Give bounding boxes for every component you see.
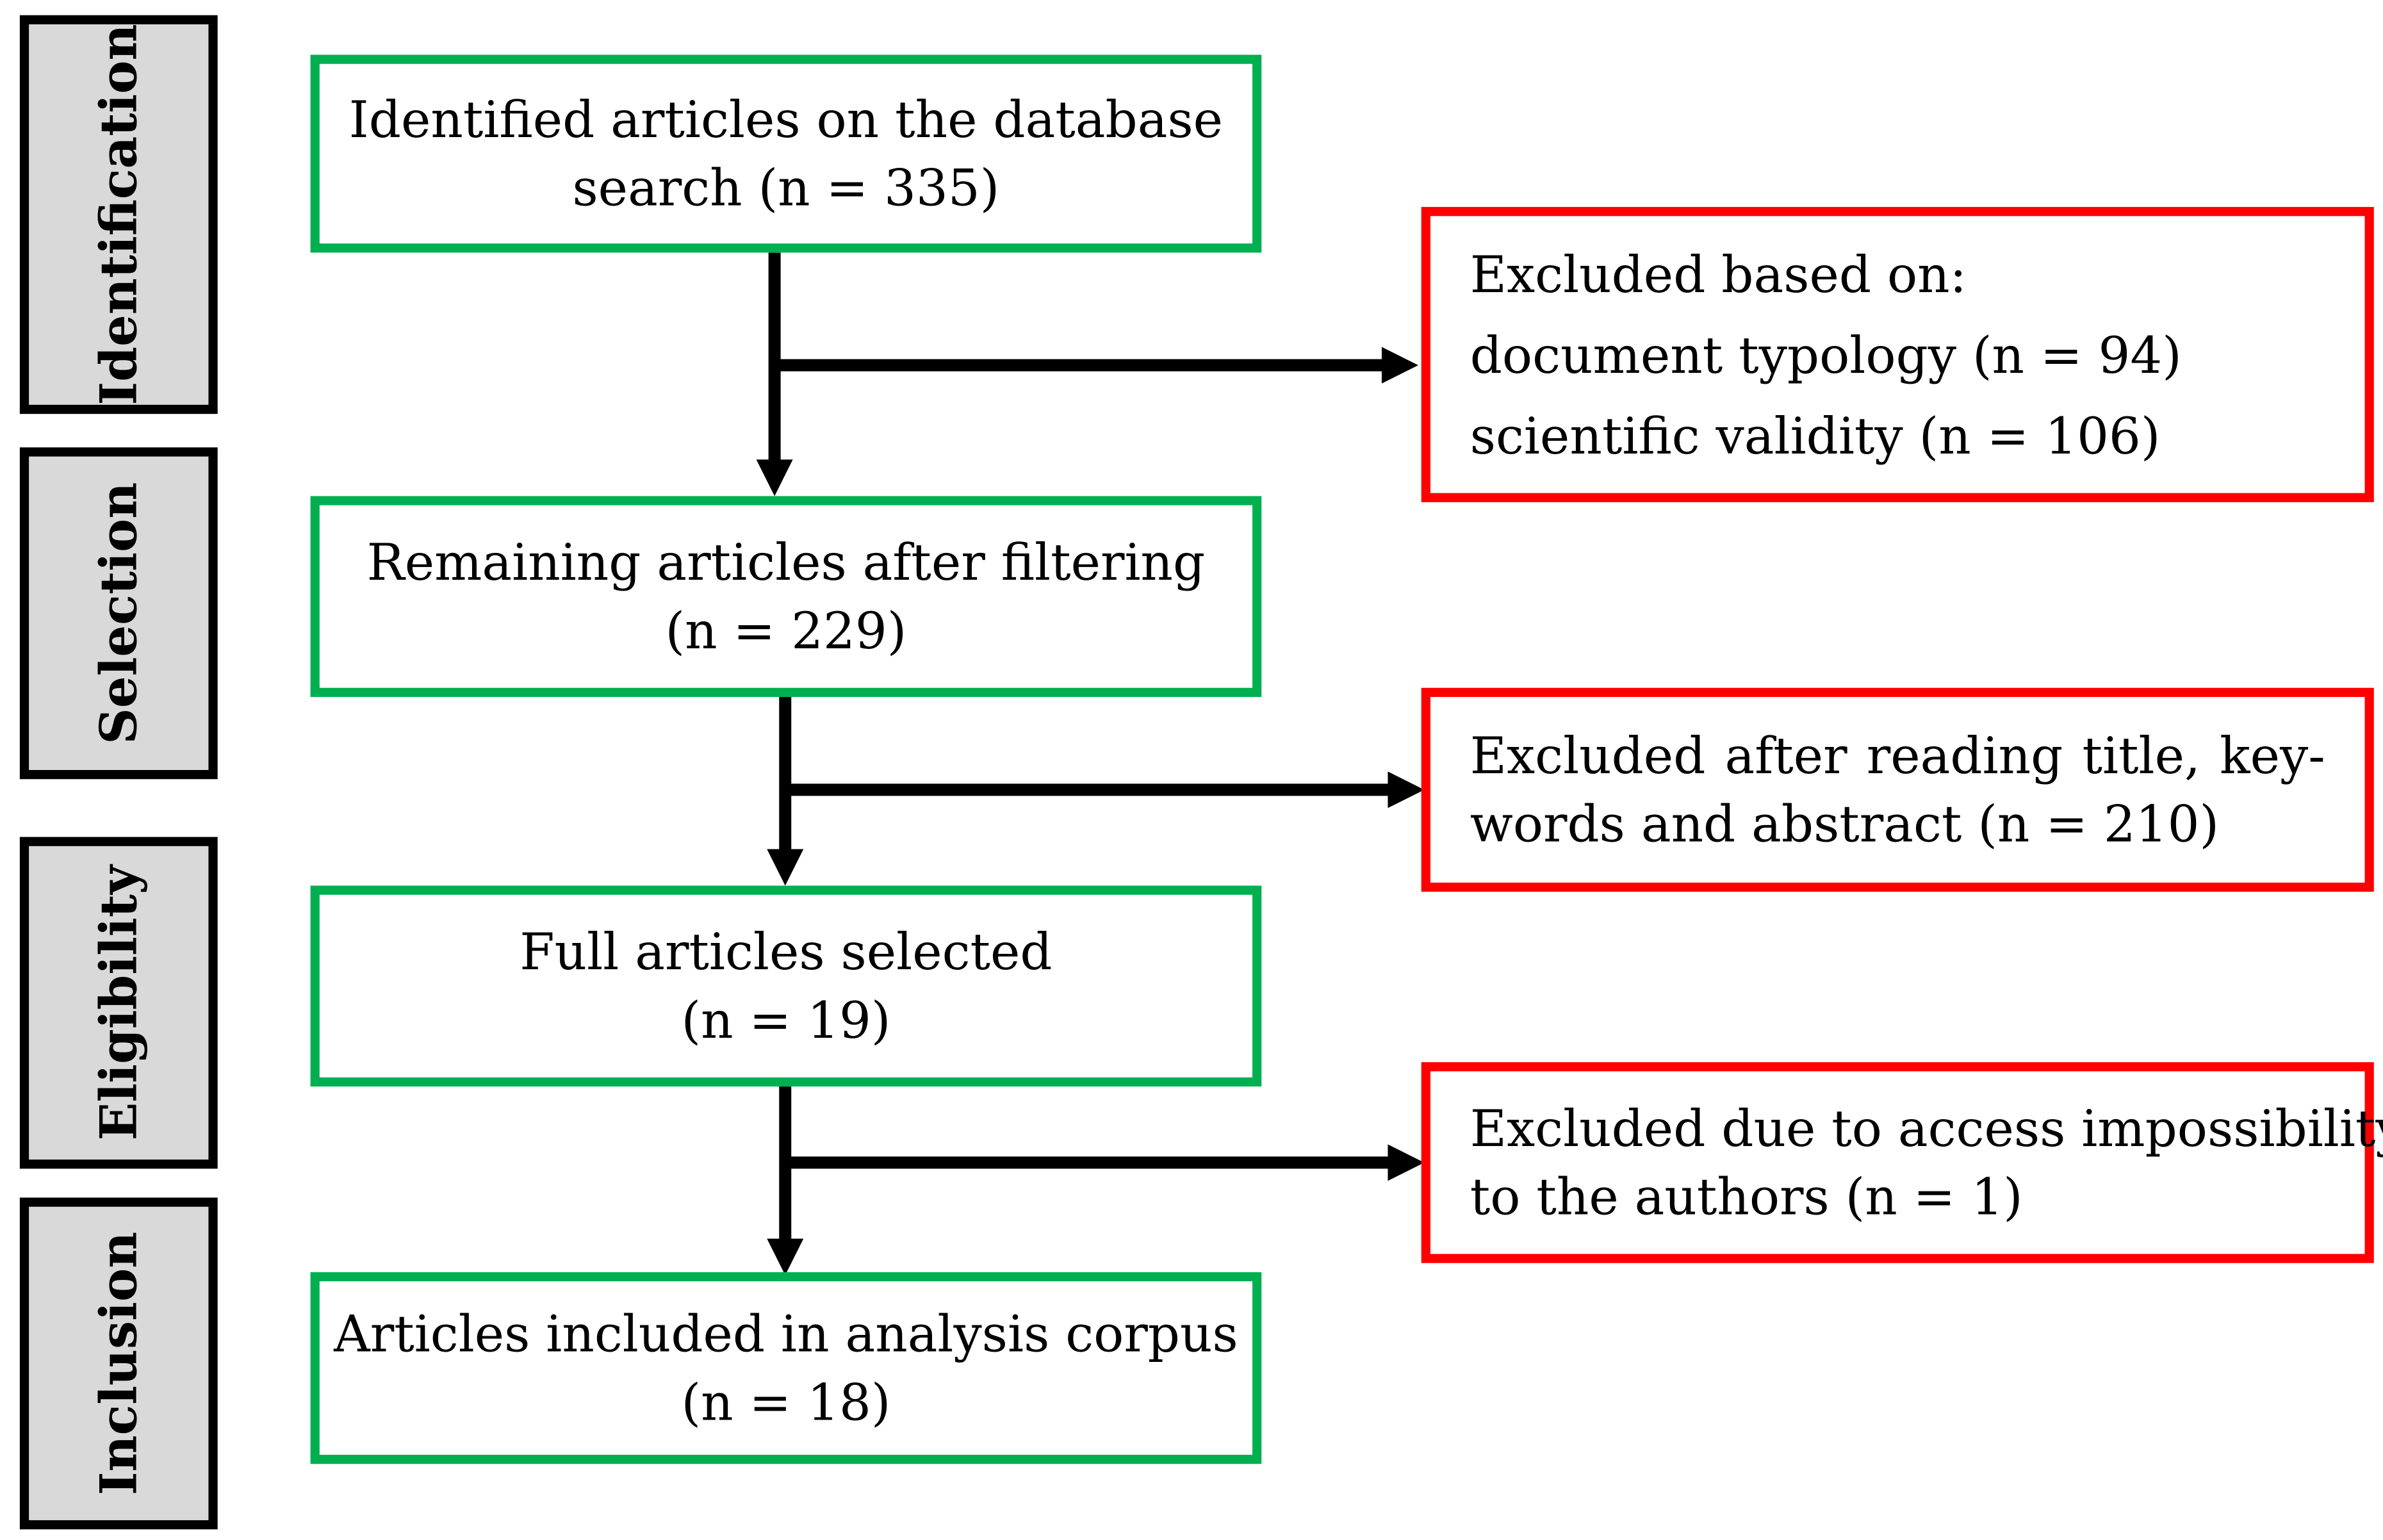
- identified-line-1: Identified articles on the database: [348, 90, 1224, 149]
- excluded-access-box: Excluded due to access impossibility to …: [1421, 1062, 2383, 1263]
- excluded-document-typology: document typology (n = 94): [1470, 325, 2182, 384]
- full-articles-box: Full articles selected (n = 19): [310, 885, 1262, 1087]
- excluded-after-reading-text: Excluded after reading title, key-words …: [1470, 726, 2325, 854]
- arrowhead-right-2: [1388, 771, 1425, 808]
- full-line-2: (n = 19): [681, 990, 891, 1051]
- excluded-based-on-heading: Excluded based on:: [1470, 244, 1967, 304]
- phase-inclusion: Inclusion: [19, 1197, 218, 1530]
- excluded-after-reading-box: Excluded after reading title, key-words …: [1421, 687, 2374, 892]
- included-line-1: Articles included in analysis corpus: [334, 1304, 1238, 1364]
- phase-eligibility: Eligibility: [19, 837, 218, 1169]
- included-line-2: (n = 18): [681, 1372, 891, 1432]
- excluded-based-on-box: Excluded based on: document typology (n …: [1421, 207, 2374, 502]
- identified-articles-box: Identified articles on the database sear…: [310, 54, 1262, 253]
- arrowhead-down-2: [767, 849, 804, 886]
- excluded-scientific-validity: scientific validity (n = 106): [1470, 405, 2161, 465]
- arrowhead-down-1: [756, 459, 793, 496]
- included-articles-box: Articles included in analysis corpus (n …: [310, 1272, 1262, 1464]
- remaining-line-1: Remaining articles after filtering: [366, 532, 1206, 593]
- phase-identification: Identification: [19, 15, 218, 414]
- remaining-articles-box: Remaining articles after filtering (n = …: [310, 496, 1262, 697]
- full-line-1: Full articles selected: [520, 922, 1052, 982]
- remaining-line-2: (n = 229): [665, 601, 907, 660]
- arrowhead-down-3: [767, 1238, 804, 1275]
- arrowhead-right-3: [1388, 1144, 1425, 1181]
- arrowhead-right-1: [1381, 347, 1418, 384]
- phase-selection: Selection: [19, 447, 218, 780]
- excluded-access-line-2: to the authors (n = 1): [1470, 1167, 2023, 1227]
- identified-line-2: search (n = 335): [572, 158, 1000, 218]
- excluded-access-line-1: Excluded due to access impossibility: [1470, 1099, 2383, 1158]
